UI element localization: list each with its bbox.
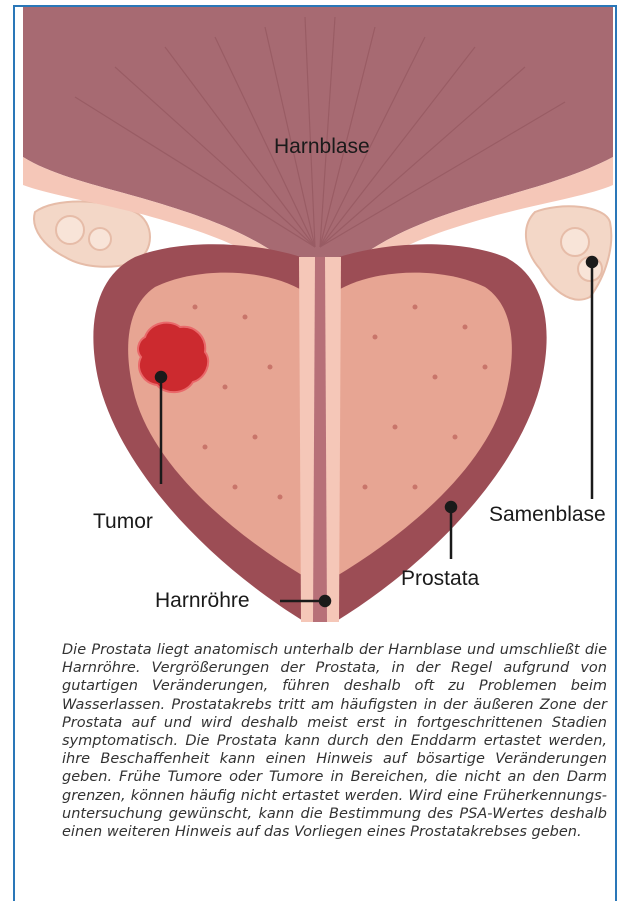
label-harnblase: Harnblase [274, 135, 370, 159]
label-harnroehre: Harnröhre [155, 589, 250, 613]
urethra-lumen [313, 257, 327, 622]
label-tumor: Tumor [93, 510, 153, 534]
caption-block: Die Prostata liegt anatomisch unterhalb … [62, 641, 607, 841]
label-prostata: Prostata [401, 567, 479, 591]
prostate-illustration [15, 7, 615, 627]
label-samenblase: Samenblase [489, 503, 606, 527]
caption-text: Die Prostata liegt anatomisch unterhalb … [62, 641, 607, 841]
